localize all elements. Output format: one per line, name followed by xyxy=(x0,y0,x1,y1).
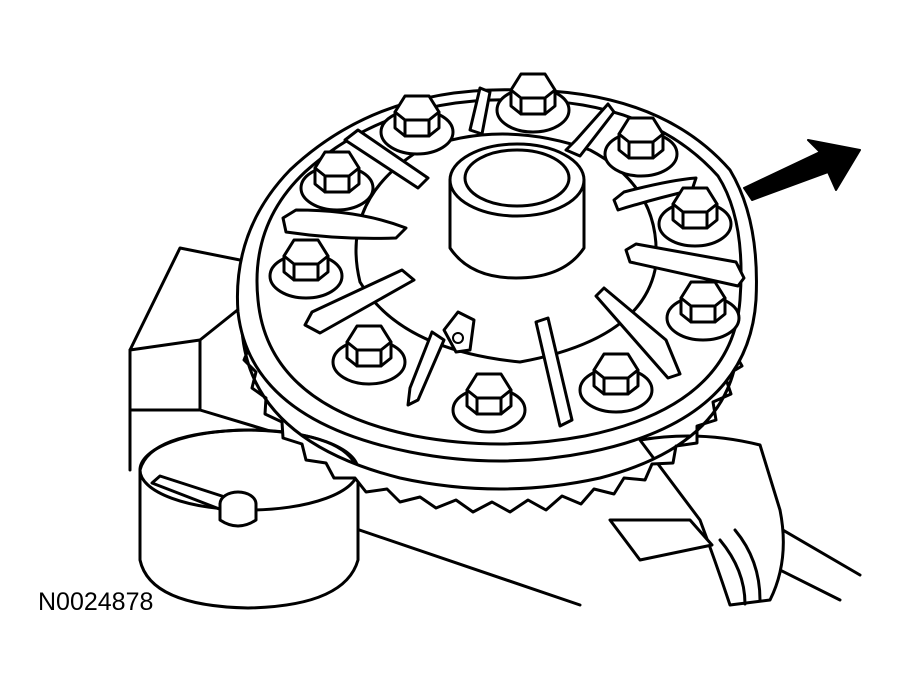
hex-bolts xyxy=(268,72,741,434)
bolt xyxy=(299,150,375,212)
bolt xyxy=(603,116,679,178)
bolt xyxy=(578,352,654,414)
arrow-icon xyxy=(743,139,861,201)
bolt xyxy=(451,372,527,434)
ring-gear xyxy=(240,320,750,514)
pinion-housing xyxy=(608,434,785,607)
bolt xyxy=(495,72,571,134)
bolt xyxy=(657,186,733,248)
bolt xyxy=(331,324,407,386)
case-ribs xyxy=(281,86,746,428)
bolt xyxy=(379,94,455,156)
center-boss xyxy=(448,142,586,280)
bolt xyxy=(268,238,344,300)
bolt xyxy=(665,280,741,342)
figure-reference-id: N0024878 xyxy=(38,588,154,616)
